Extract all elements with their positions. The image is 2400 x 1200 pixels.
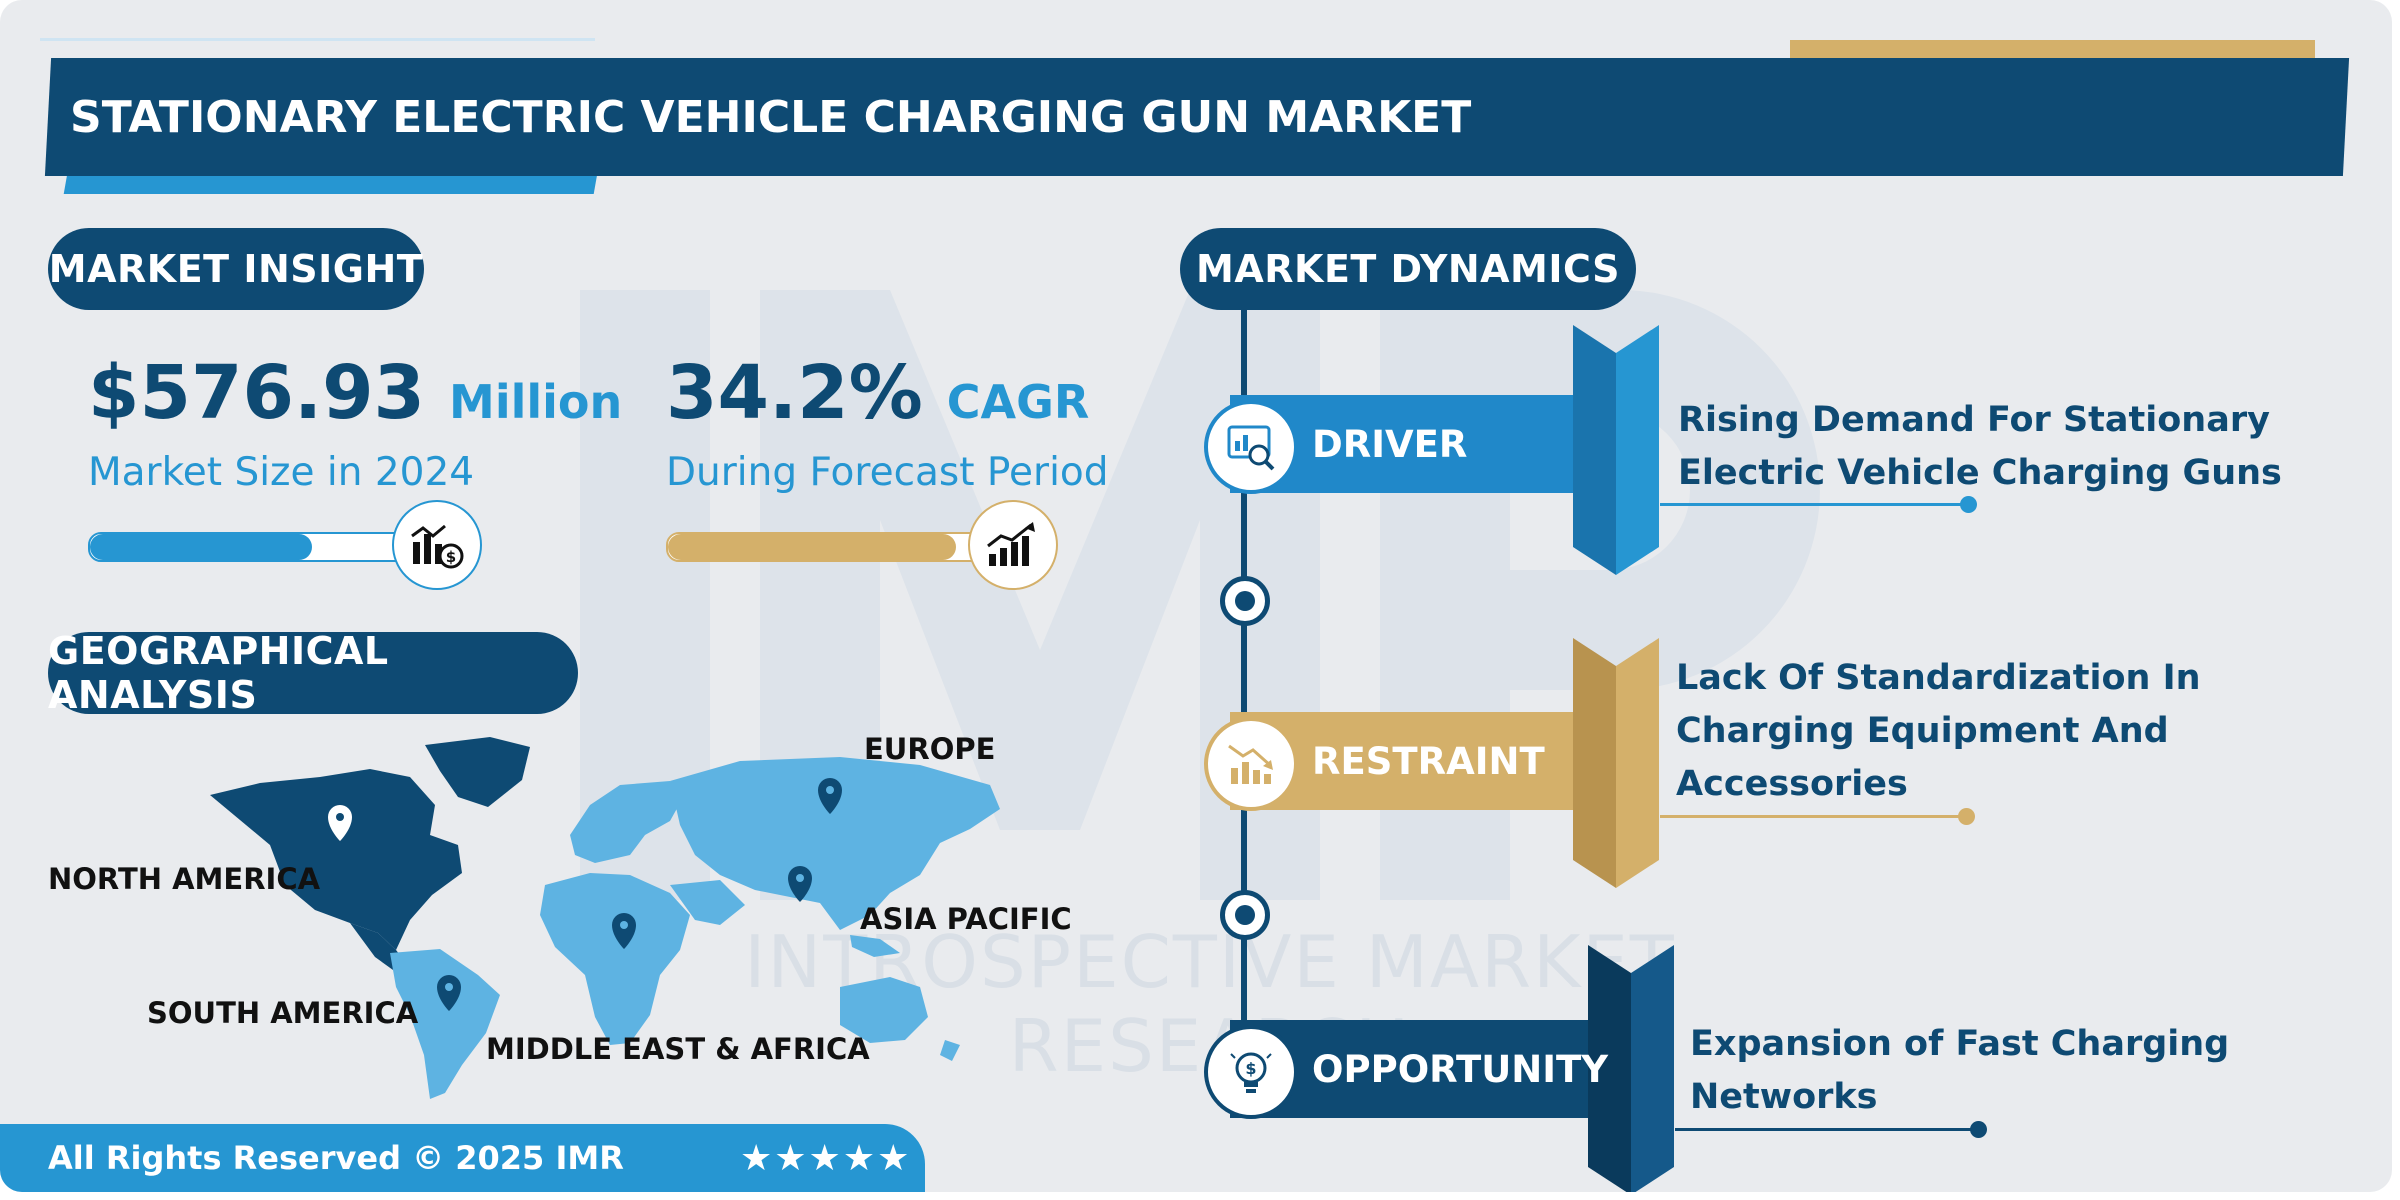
cagr-row: 34.2% CAGR: [666, 350, 1089, 436]
idea-dollar-icon: $: [1204, 1025, 1298, 1119]
market-size-progress-fill: [90, 534, 312, 560]
driver-fold: [1573, 325, 1659, 575]
region-europe: EUROPE: [864, 732, 996, 766]
timeline-dot: [1220, 576, 1270, 626]
market-size-value: $576.93: [88, 350, 426, 436]
geo-heading: GEOGRAPHICAL ANALYSIS: [48, 629, 578, 717]
footer-bar: [0, 1124, 925, 1192]
restraint-text-line-2: Charging Equipment And: [1676, 711, 2169, 751]
footer-rights: All Rights Reserved © 2025 IMR: [48, 1139, 624, 1177]
decline-chart-icon: [1204, 717, 1298, 811]
driver-underline: [1660, 503, 1970, 506]
cagr-progress-fill: [668, 534, 956, 560]
region-south-america: SOUTH AMERICA: [147, 996, 419, 1030]
growth-chart-icon: [968, 500, 1058, 590]
pin-mea-icon: [612, 913, 636, 949]
pin-europe-icon: [818, 778, 842, 814]
cagr-unit: CAGR: [946, 375, 1090, 429]
page-title: STATIONARY ELECTRIC VEHICLE CHARGING GUN…: [70, 91, 1472, 143]
restraint-fold: [1573, 638, 1659, 888]
opportunity-underline: [1675, 1128, 1980, 1131]
region-mea: MIDDLE EAST & AFRICA: [486, 1032, 870, 1066]
region-north-america: NORTH AMERICA: [48, 862, 321, 896]
market-size-unit: Million: [449, 375, 623, 429]
cagr-value: 34.2%: [666, 350, 923, 436]
market-dynamics-heading: MARKET DYNAMICS: [1180, 228, 1636, 310]
restraint-underline-dot: [1958, 808, 1975, 825]
driver-text-line-2: Electric Vehicle Charging Guns: [1678, 453, 2282, 493]
world-map: [210, 737, 1000, 1099]
opportunity-underline-dot: [1970, 1121, 1987, 1138]
restraint-text-line-1: Lack Of Standardization In: [1676, 658, 2201, 698]
chart-dollar-icon: $: [392, 500, 482, 590]
region-asia-pacific: ASIA PACIFIC: [860, 902, 1072, 936]
restraint-underline: [1660, 815, 1968, 818]
pin-south-america-icon: [437, 975, 461, 1011]
svg-text:$: $: [446, 548, 456, 566]
restraint-label: RESTRAINT: [1312, 739, 1545, 783]
cagr-label: During Forecast Period: [666, 450, 1109, 495]
svg-text:$: $: [1245, 1059, 1256, 1078]
opportunity-text-line-1: Expansion of Fast Charging: [1690, 1024, 2230, 1064]
market-insight-heading: MARKET INSIGHT: [48, 228, 424, 310]
driver-label: DRIVER: [1312, 422, 1468, 466]
driver-text-line-1: Rising Demand For Stationary: [1678, 400, 2270, 440]
timeline-dot: [1220, 890, 1270, 940]
driver-underline-dot: [1960, 496, 1977, 513]
opportunity-text-line-2: Networks: [1690, 1077, 1878, 1117]
timeline-line: [1241, 300, 1247, 1060]
pin-asia-pacific-icon: [788, 866, 812, 902]
pin-north-america-icon: [328, 805, 352, 841]
rating-stars-icon: ★★★★★: [740, 1137, 912, 1179]
opportunity-fold: [1588, 945, 1674, 1192]
market-size-label: Market Size in 2024: [88, 450, 475, 495]
opportunity-label: OPPORTUNITY: [1312, 1047, 1609, 1091]
restraint-text-line-3: Accessories: [1676, 764, 1908, 804]
header-gold-accent: [1790, 40, 2315, 62]
analytics-icon: [1204, 400, 1298, 494]
market-size-row: $576.93 Million: [88, 350, 622, 436]
header-accent-line: [40, 38, 595, 41]
